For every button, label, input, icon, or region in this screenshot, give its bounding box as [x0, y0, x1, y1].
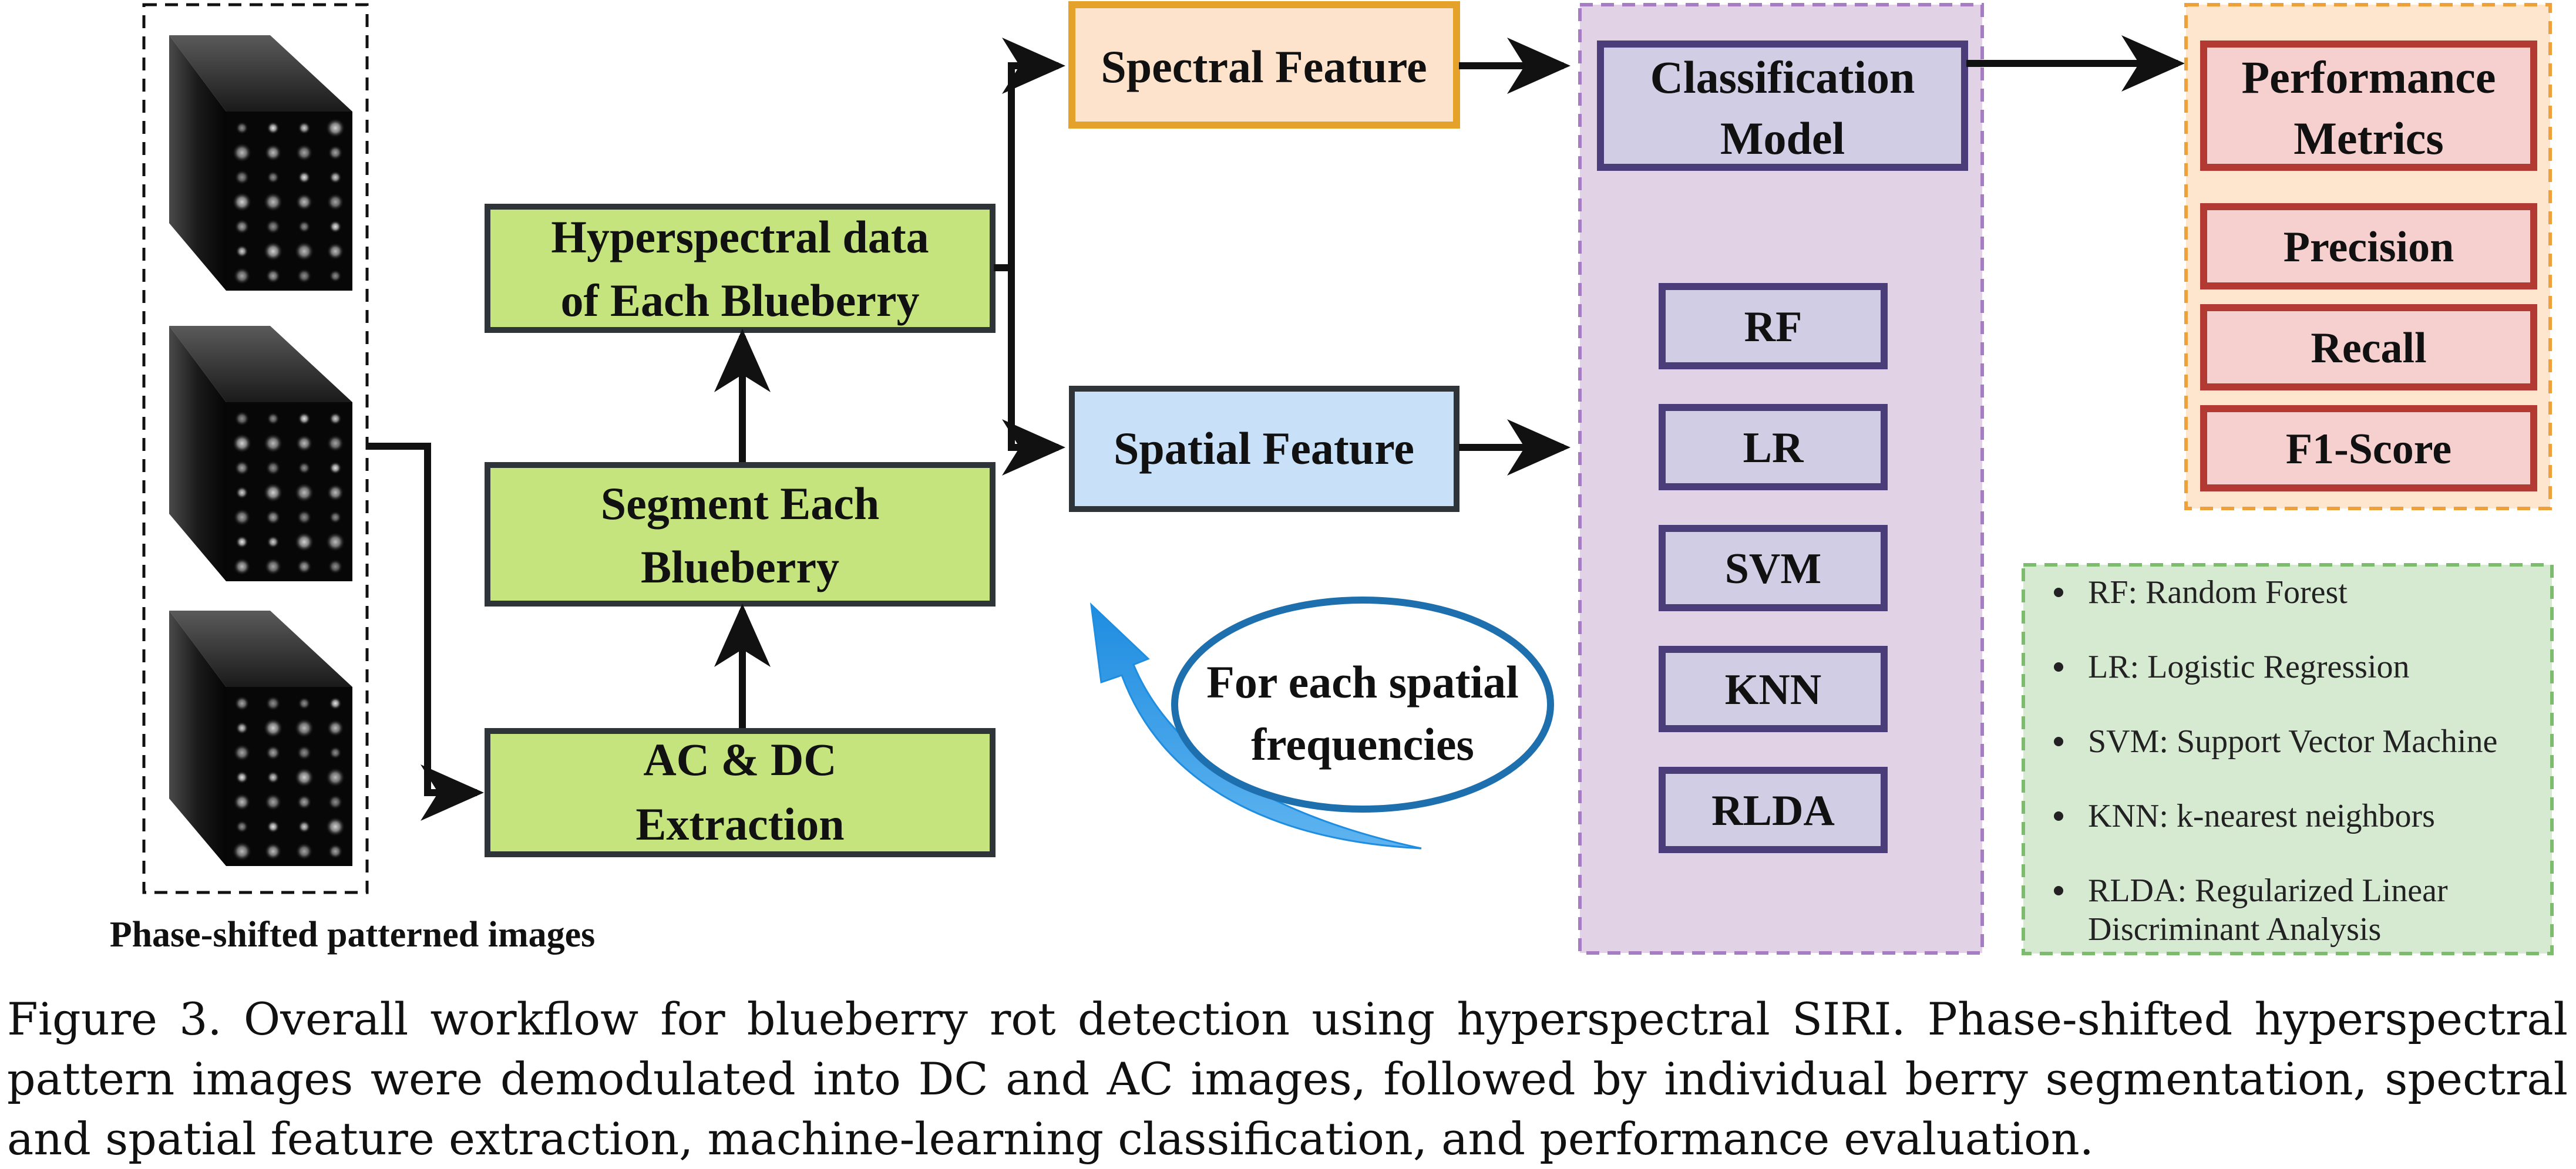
model-label: RLDA	[1711, 787, 1835, 835]
classification-title-line2: Model	[1720, 113, 1845, 164]
metric-box: F1-Score	[2200, 405, 2537, 491]
metric-box: Recall	[2200, 304, 2537, 390]
bullet-icon	[2054, 662, 2063, 672]
legend-item: LR: Logistic Regression	[2054, 649, 2410, 685]
hyperspectral-cube-image	[169, 35, 352, 291]
loop-note-line1: For each spatial	[1206, 656, 1519, 708]
legend-item: SVM: Support Vector Machine	[2054, 723, 2497, 760]
legend-item: KNN: k-nearest neighbors	[2054, 798, 2435, 834]
segment-box: Segment Each Blueberry	[485, 462, 996, 607]
model-label: SVM	[1725, 545, 1821, 593]
model-box: SVM	[1659, 525, 1888, 611]
model-label: KNN	[1725, 666, 1821, 714]
bullet-icon	[2054, 886, 2063, 895]
extraction-box: AC & DC Extraction	[485, 728, 996, 857]
extraction-label-line2: Extraction	[635, 799, 844, 850]
metric-box: Precision	[2200, 203, 2537, 289]
metric-label: Recall	[2311, 324, 2426, 372]
spatial-feature-label: Spatial Feature	[1114, 423, 1414, 474]
model-label: LR	[1743, 424, 1804, 472]
legend-text: RLDA: Regularized Linear	[2088, 872, 2448, 909]
arrow-images-to-extraction	[367, 443, 484, 821]
model-list: RF LR SVM KNN RLDA	[1659, 283, 1888, 853]
pipeline-column: Hyperspectral data of Each Blueberry Seg…	[485, 204, 996, 857]
hyperspectral-data-label-line2: of Each Blueberry	[561, 275, 920, 326]
curved-arrow-icon	[1089, 602, 1422, 850]
arrow-to-spatial-feature	[1002, 268, 1065, 476]
spatial-feature-box: Spatial Feature	[1069, 386, 1459, 512]
legend-text: Discriminant Analysis	[2088, 911, 2381, 948]
input-images-label: Phase-shifted patterned images	[110, 915, 596, 955]
bullet-icon	[2054, 811, 2063, 821]
model-box: RF	[1659, 283, 1888, 369]
spectral-feature-label: Spectral Feature	[1101, 41, 1427, 92]
figure-caption: Figure 3. Overall workflow for blueberry…	[7, 993, 2568, 1165]
model-box: RLDA	[1659, 767, 1888, 853]
performance-title-line1: Performance	[2241, 52, 2496, 103]
legend-text: SVM: Support Vector Machine	[2088, 723, 2497, 760]
model-label: RF	[1744, 303, 1802, 351]
metric-label: Precision	[2284, 223, 2454, 271]
bullet-icon	[2054, 588, 2063, 597]
input-images-panel	[142, 3, 369, 894]
loop-note: For each spatial frequencies	[1089, 597, 1554, 850]
performance-title-line2: Metrics	[2293, 113, 2443, 164]
hyperspectral-data-box: Hyperspectral data of Each Blueberry	[485, 204, 996, 333]
legend-text: RF: Random Forest	[2088, 574, 2348, 611]
legend-text: LR: Logistic Regression	[2088, 649, 2410, 685]
bullet-icon	[2054, 737, 2063, 746]
hyperspectral-cube-stack	[169, 35, 352, 866]
segment-label-line1: Segment Each	[601, 478, 879, 529]
hyperspectral-data-label-line1: Hyperspectral data	[551, 211, 929, 262]
model-box: KNN	[1659, 646, 1888, 732]
performance-panel: Performance Metrics PrecisionRecallF1-Sc…	[2184, 3, 2552, 510]
classification-model-box: Classification Model	[1597, 41, 1968, 171]
model-box: LR	[1659, 404, 1888, 490]
arrow-to-spectral-feature	[994, 38, 1065, 271]
classification-panel: Classification Model RF LR SVM KNN RLDA	[1578, 3, 1984, 955]
performance-title-box: Performance Metrics	[2200, 41, 2537, 171]
metric-label: F1-Score	[2286, 425, 2451, 473]
extraction-label-line1: AC & DC	[643, 734, 836, 785]
loop-note-line2: frequencies	[1251, 719, 1474, 770]
classification-title-line1: Classification	[1650, 52, 1915, 103]
segment-label-line2: Blueberry	[641, 541, 839, 592]
hyperspectral-cube-image	[169, 611, 352, 866]
hyperspectral-cube-image	[169, 326, 352, 581]
spectral-feature-box: Spectral Feature	[1068, 1, 1460, 129]
legend-item: RF: Random Forest	[2054, 574, 2348, 611]
legend-text: KNN: k-nearest neighbors	[2088, 798, 2435, 834]
